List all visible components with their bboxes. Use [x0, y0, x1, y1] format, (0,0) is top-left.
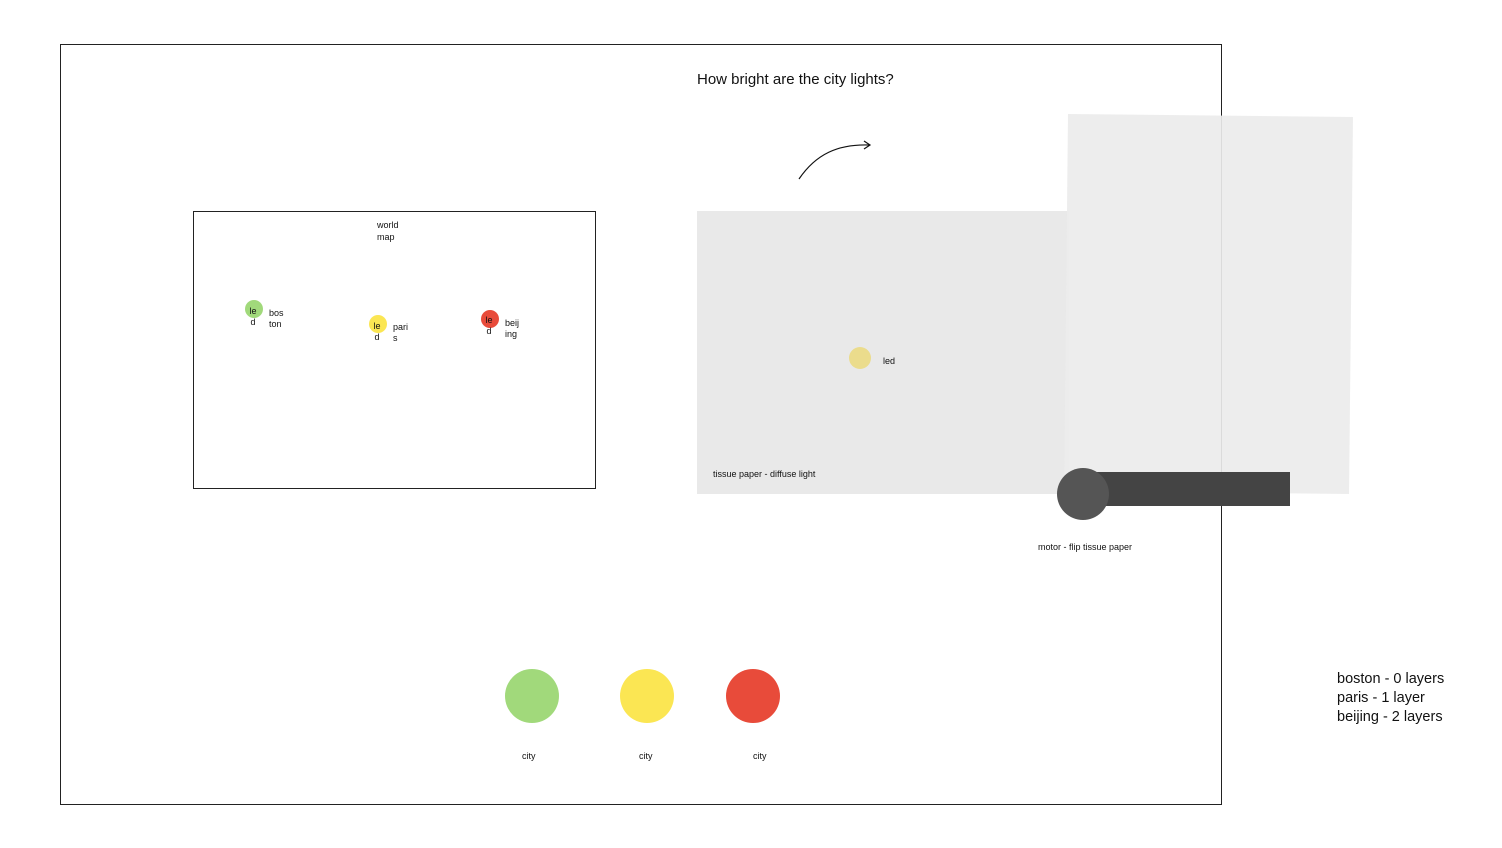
boston-label-line2: ton: [269, 319, 282, 329]
paris-led-label: le d: [369, 321, 385, 343]
page-title: How bright are the city lights?: [697, 71, 894, 88]
boston-led-label-line2: d: [250, 317, 256, 327]
boston-label-line1: bos: [269, 308, 284, 318]
layers-legend: boston - 0 layers paris - 1 layer beijin…: [1337, 670, 1444, 727]
beijing-label-line2: ing: [505, 329, 518, 339]
tissue-caption: tissue paper - diffuse light: [713, 469, 816, 479]
tissue-led-dot: [849, 347, 871, 369]
city-label-green: city: [522, 751, 536, 761]
world-map-label-line1: world: [377, 220, 399, 230]
city-circle-green: [505, 669, 559, 723]
city-label-yellow: city: [639, 751, 653, 761]
flip-arrow-icon: [798, 140, 872, 180]
motor-caption: motor - flip tissue paper: [1038, 542, 1133, 552]
legend-boston: boston - 0 layers: [1337, 671, 1445, 687]
flipped-tissue-paper: [1064, 114, 1353, 494]
world-map-box: [193, 211, 596, 489]
beijing-led-dot: [481, 310, 499, 328]
city-circle-yellow: [620, 669, 674, 723]
city-label-red: city: [753, 751, 767, 761]
beijing-label: beij ing: [505, 318, 527, 340]
paris-led-dot: [369, 315, 387, 333]
paris-label-line2: s: [393, 333, 398, 343]
motor-arm: [1092, 472, 1290, 506]
boston-label: bos ton: [269, 308, 291, 330]
beijing-led-label: le d: [481, 315, 497, 337]
tissue-led-label: led: [883, 356, 896, 366]
boston-led-label: le d: [245, 306, 261, 328]
paris-led-label-line1: le: [373, 321, 381, 331]
world-map-label-line2: map: [377, 231, 395, 242]
tissue-paper-panel: [697, 211, 1069, 494]
paris-led-label-line2: d: [374, 332, 380, 342]
paris-label-line1: pari: [393, 322, 409, 332]
beijing-led-label-line1: le: [485, 315, 493, 325]
legend-beijing: beijing - 2 layers: [1337, 709, 1443, 725]
legend-paris: paris - 1 layer: [1337, 690, 1425, 706]
paris-label: pari s: [393, 322, 415, 344]
boston-led-dot: [245, 300, 263, 318]
beijing-led-label-line2: d: [486, 326, 492, 336]
boston-led-label-line1: le: [249, 306, 257, 316]
world-map-label: world map: [377, 220, 417, 243]
beijing-label-line1: beij: [505, 318, 520, 328]
motor-hub: [1057, 468, 1109, 520]
city-circle-red: [726, 669, 780, 723]
